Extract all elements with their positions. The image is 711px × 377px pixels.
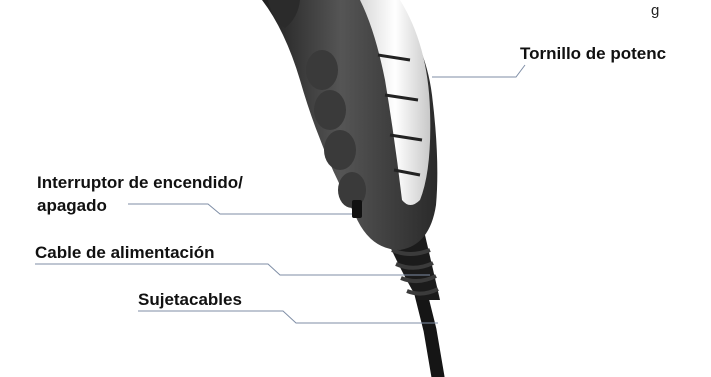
label-switch-line1: Interruptor de encendido/ <box>37 173 243 192</box>
cable-clip <box>385 235 440 300</box>
power-cable <box>413 283 445 377</box>
top-cap <box>268 0 300 28</box>
label-cable-clip: Sujetacables <box>138 290 242 309</box>
label-power-cable: Cable de alimentación <box>35 243 215 262</box>
leader-cable-clip <box>138 310 438 324</box>
label-power-screw: Tornillo de potenc <box>520 44 667 63</box>
leader-switch <box>128 203 352 215</box>
vent-slots <box>377 53 423 177</box>
leader-lines <box>35 64 526 324</box>
white-stripe <box>360 0 431 205</box>
top-fragment-text: g <box>651 2 660 19</box>
leader-power-cable <box>35 263 430 276</box>
leader-power-screw <box>432 64 526 78</box>
power-switch <box>352 200 362 218</box>
label-switch-line2: apagado <box>37 196 107 215</box>
grip-ridges <box>306 50 366 208</box>
